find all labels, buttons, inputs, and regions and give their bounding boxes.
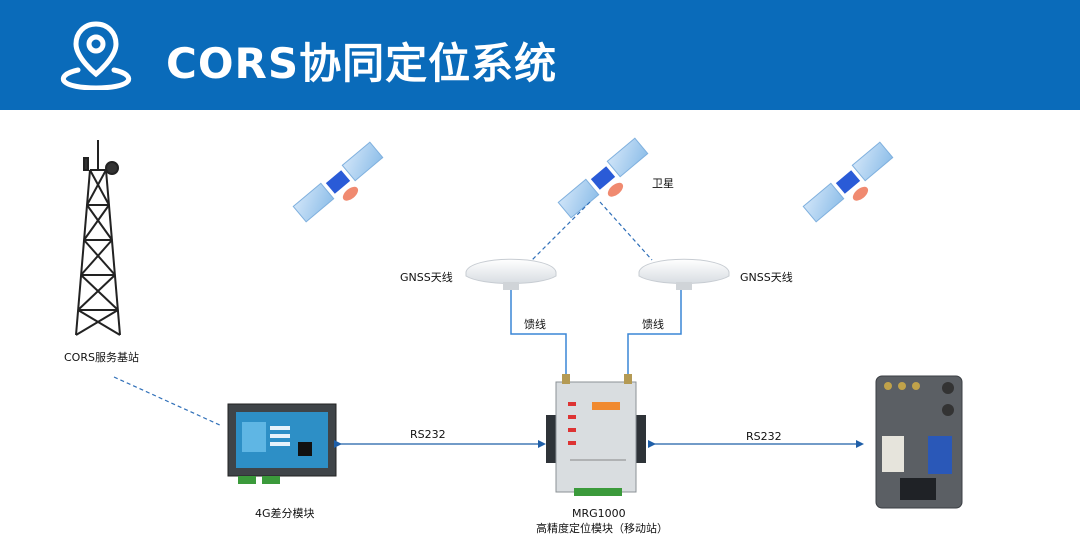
page-title: CORS协同定位系统 xyxy=(166,39,558,88)
gnss-antenna-right-icon xyxy=(638,258,730,290)
satellite-right-icon xyxy=(802,141,894,223)
diagram-svg xyxy=(75,137,963,509)
satellite-label: 卫星 xyxy=(652,177,674,190)
cors-tower-icon xyxy=(75,140,121,336)
gnss-antenna-right-label: GNSS天线 xyxy=(740,271,793,284)
mrg1000-model-label: MRG1000 xyxy=(572,507,626,520)
gnss-antenna-left-icon xyxy=(465,258,557,290)
satellite-left-icon xyxy=(292,141,384,223)
base-station-label: CORS服务基站 xyxy=(64,351,139,364)
feeder-left-label: 馈线 xyxy=(524,318,546,331)
controller-device-icon xyxy=(875,375,963,509)
rs232-left-label: RS232 xyxy=(410,428,446,441)
feeder-cables xyxy=(510,290,682,378)
gnss-antenna-left-label: GNSS天线 xyxy=(400,271,453,284)
feeder-right-label: 馈线 xyxy=(642,318,664,331)
title-banner: CORS协同定位系统 xyxy=(0,0,1080,110)
mrg1000-description-label: 高精度定位模块（移动站） xyxy=(536,522,668,535)
4g-module-device-icon xyxy=(227,403,337,484)
diagram-canvas: 卫星 GNSS天线 GNSS天线 馈线 馈线 CORS服务基站 RS232 RS… xyxy=(0,110,1080,539)
satellite-center-icon xyxy=(557,137,649,219)
rs232-right-label: RS232 xyxy=(746,430,782,443)
4g-module-label: 4G差分模块 xyxy=(255,507,315,520)
mrg1000-device-icon xyxy=(546,374,646,496)
location-pin-icon xyxy=(60,21,132,90)
signal-links xyxy=(113,201,653,427)
